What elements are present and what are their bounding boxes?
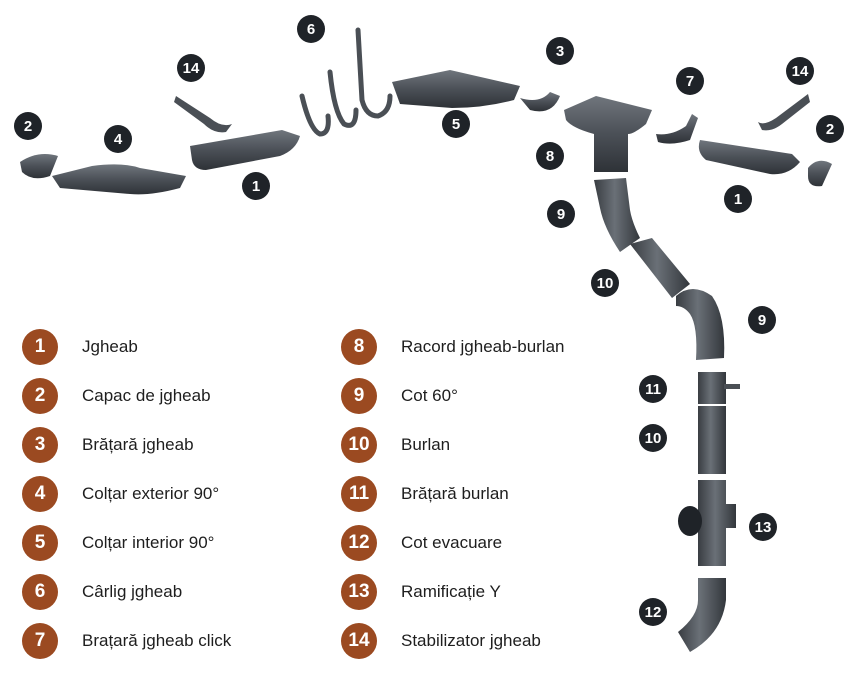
legend-label: Colțar exterior 90° bbox=[82, 483, 220, 503]
callout-label: 4 bbox=[114, 131, 123, 148]
gutter-bracket-part bbox=[520, 92, 560, 112]
callout-2-right: 2 bbox=[816, 115, 844, 143]
gutter-outlet-part bbox=[564, 96, 652, 172]
callout-label: 2 bbox=[826, 121, 834, 138]
legend-number-badge: 3 bbox=[22, 426, 58, 463]
legend-label: Cot evacuare bbox=[401, 532, 503, 552]
legend-number-badge: 2 bbox=[22, 377, 58, 414]
callout-label: 9 bbox=[557, 206, 565, 223]
callout-12: 12 bbox=[639, 598, 667, 626]
callout-14-left: 14 bbox=[177, 54, 205, 82]
legend-left-column: 1 Jgheab 2 Capac de jgheab 3 Brățară jgheab… bbox=[22, 322, 231, 665]
legend-label: Racord jgheab-burlan bbox=[401, 336, 565, 356]
callout-9-top: 9 bbox=[547, 200, 575, 228]
gutter-stabilizer-left bbox=[174, 96, 232, 133]
gutter-part-right bbox=[698, 140, 800, 175]
callout-label: 1 bbox=[734, 191, 742, 208]
callout-6: 6 bbox=[297, 15, 325, 43]
legend-number-badge: 14 bbox=[341, 622, 377, 659]
click-bracket-part bbox=[656, 114, 698, 144]
callout-3: 3 bbox=[546, 37, 574, 65]
legend-item: 13 Ramificație Y bbox=[341, 567, 565, 616]
callout-label: 6 bbox=[307, 21, 315, 38]
callout-label: 7 bbox=[686, 73, 694, 90]
callout-4: 4 bbox=[104, 125, 132, 153]
callout-label: 5 bbox=[452, 116, 460, 133]
gutter-hooks bbox=[299, 27, 393, 137]
legend-item: 7 Brațară jgheab click bbox=[22, 616, 231, 665]
callout-label: 12 bbox=[645, 604, 662, 621]
legend-label: Brățară burlan bbox=[401, 483, 509, 503]
callout-1-left: 1 bbox=[242, 172, 270, 200]
callout-label: 2 bbox=[24, 118, 32, 135]
legend-label: Burlan bbox=[401, 434, 451, 454]
callout-label: 14 bbox=[183, 60, 200, 77]
callout-label: 9 bbox=[758, 312, 766, 329]
legend-item: 3 Brățară jgheab bbox=[22, 420, 231, 469]
legend-item: 14 Stabilizator jgheab bbox=[341, 616, 565, 665]
legend-label: Colțar interior 90° bbox=[82, 532, 215, 552]
legend-item: 12 Cot evacuare bbox=[341, 518, 565, 567]
gutter-part-left bbox=[190, 130, 300, 170]
legend-number-badge: 1 bbox=[22, 328, 58, 365]
callout-label: 10 bbox=[597, 275, 614, 292]
legend-number-badge: 12 bbox=[341, 524, 377, 561]
callout-10-top: 10 bbox=[591, 269, 619, 297]
legend-number-badge: 5 bbox=[22, 524, 58, 561]
legend-item: 9 Cot 60° bbox=[341, 371, 565, 420]
legend-item: 1 Jgheab bbox=[22, 322, 231, 371]
callout-1-right: 1 bbox=[724, 185, 752, 213]
callout-11: 11 bbox=[639, 375, 667, 403]
callout-14-right: 14 bbox=[786, 57, 814, 85]
legend-number-badge: 11 bbox=[341, 475, 377, 512]
legend-number-badge: 10 bbox=[341, 426, 377, 463]
callout-10-bottom: 10 bbox=[639, 424, 667, 452]
outside-corner-part bbox=[52, 164, 186, 195]
legend-item: 11 Brățară burlan bbox=[341, 469, 565, 518]
legend-number-badge: 13 bbox=[341, 573, 377, 610]
legend-number-badge: 4 bbox=[22, 475, 58, 512]
legend-number-badge: 6 bbox=[22, 573, 58, 610]
callout-label: 11 bbox=[645, 381, 661, 398]
legend-item: 8 Racord jgheab-burlan bbox=[341, 322, 565, 371]
callout-label: 10 bbox=[645, 430, 662, 447]
legend-label: Cot 60° bbox=[401, 385, 458, 405]
legend-item: 4 Colțar exterior 90° bbox=[22, 469, 231, 518]
legend-number-badge: 7 bbox=[22, 622, 58, 659]
legend-number-badge: 9 bbox=[341, 377, 377, 414]
legend-item: 2 Capac de jgheab bbox=[22, 371, 231, 420]
legend-item: 10 Burlan bbox=[341, 420, 565, 469]
legend-label: Ramificație Y bbox=[401, 581, 501, 601]
callout-label: 14 bbox=[792, 63, 809, 80]
callout-label: 8 bbox=[546, 148, 554, 165]
gutter-end-cap-left bbox=[20, 154, 58, 179]
legend-label: Jgheab bbox=[82, 336, 138, 356]
downpipe-assembly bbox=[594, 178, 740, 652]
gutter-stabilizer-right bbox=[758, 94, 810, 131]
callout-13: 13 bbox=[749, 513, 777, 541]
legend-number-badge: 8 bbox=[341, 328, 377, 365]
callout-label: 1 bbox=[252, 178, 260, 195]
inside-corner-part bbox=[392, 70, 520, 108]
legend-label: Stabilizator jgheab bbox=[401, 630, 541, 650]
legend-label: Capac de jgheab bbox=[82, 385, 211, 405]
legend-label: Cârlig jgheab bbox=[82, 581, 183, 601]
legend-item: 6 Cârlig jgheab bbox=[22, 567, 231, 616]
callout-9-bottom: 9 bbox=[748, 306, 776, 334]
gutter-end-cap-right bbox=[808, 160, 832, 187]
legend-label: Brațară jgheab click bbox=[82, 630, 232, 650]
callout-label: 3 bbox=[556, 43, 564, 60]
callout-7: 7 bbox=[676, 67, 704, 95]
callout-label: 13 bbox=[755, 519, 772, 536]
callout-2-left: 2 bbox=[14, 112, 42, 140]
legend-label: Brățară jgheab bbox=[82, 434, 194, 454]
callout-8: 8 bbox=[536, 142, 564, 170]
legend-item: 5 Colțar interior 90° bbox=[22, 518, 231, 567]
callout-5: 5 bbox=[442, 110, 470, 138]
